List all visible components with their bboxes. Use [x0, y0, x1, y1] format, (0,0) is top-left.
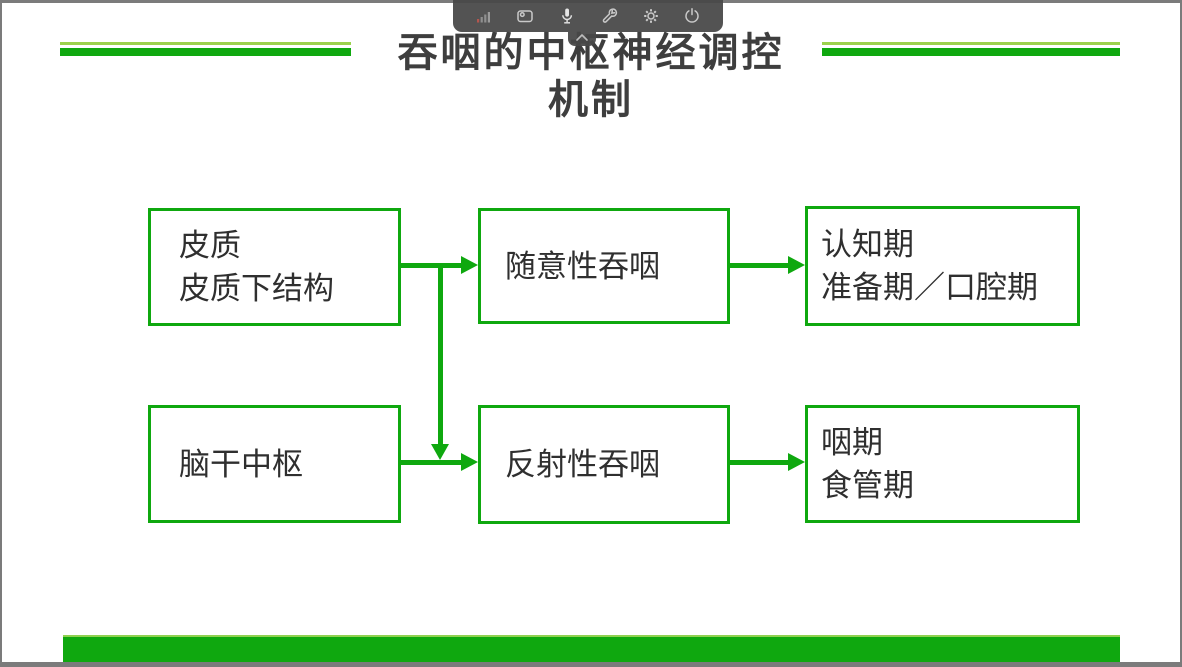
slide-title-line2: 机制: [548, 78, 634, 122]
title-rule-right-thin: [822, 42, 1120, 45]
arrow-cortex-to-voluntary-head: [461, 256, 478, 274]
title-rule-left-thick: [60, 48, 351, 56]
box-pharyngeal-esophageal-line1: 咽期: [821, 425, 883, 460]
settings-gear-icon[interactable]: [640, 5, 662, 27]
box-reflex-swallow-line1: 反射性吞咽: [505, 447, 660, 482]
box-cortex: 皮质 皮质下结构: [148, 208, 401, 326]
arrow-voluntary-to-cognitive-line: [728, 263, 790, 268]
arrow-cortex-drop-line: [438, 263, 443, 445]
box-cortex-line2: 皮质下结构: [179, 271, 334, 306]
box-brainstem-center-line1: 脑干中枢: [179, 446, 303, 482]
microphone-icon[interactable]: [556, 5, 578, 27]
arrow-reflex-to-pharyngeal-line: [728, 460, 790, 465]
chevron-up-icon: [576, 34, 588, 41]
box-cortex-line1: 皮质: [179, 228, 241, 263]
box-pharyngeal-esophageal-line2: 食管期: [821, 468, 914, 503]
box-cognitive-prep-oral-line1: 认知期: [821, 227, 914, 262]
arrow-cortex-to-voluntary-line: [401, 263, 463, 268]
arrow-voluntary-to-cognitive-head: [788, 256, 805, 274]
screen-camera-icon[interactable]: [514, 5, 536, 27]
signal-strength-icon[interactable]: [473, 5, 495, 27]
slide-footer-bar: [63, 635, 1120, 662]
box-voluntary-swallow: 随意性吞咽: [478, 208, 730, 324]
arrow-brainstem-to-reflex-line: [401, 460, 463, 465]
box-cognitive-prep-oral: 认知期 准备期／口腔期: [805, 206, 1080, 326]
box-pharyngeal-esophageal: 咽期 食管期: [805, 405, 1080, 523]
arrow-reflex-to-pharyngeal-head: [788, 453, 805, 471]
title-rule-left-thin: [60, 42, 351, 45]
title-rule-right-thick: [822, 48, 1120, 56]
box-voluntary-swallow-line1: 随意性吞咽: [505, 248, 660, 284]
toolbar-collapse-tab[interactable]: [568, 32, 596, 46]
arrow-brainstem-to-reflex-head: [461, 453, 478, 471]
floating-toolbar: [453, 0, 723, 32]
presentation-slide: 吞咽的中枢神经调控 机制 皮质 皮质下结构 随意性吞咽 认知期 准备期／口腔期 …: [2, 3, 1180, 662]
arrow-cortex-drop-head: [431, 444, 449, 460]
box-reflex-swallow: 反射性吞咽: [478, 405, 730, 524]
box-brainstem-center: 脑干中枢: [148, 405, 401, 523]
power-icon[interactable]: [681, 5, 703, 27]
box-cognitive-prep-oral-line2: 准备期／口腔期: [821, 270, 1038, 305]
wrench-tools-icon[interactable]: [598, 5, 620, 27]
